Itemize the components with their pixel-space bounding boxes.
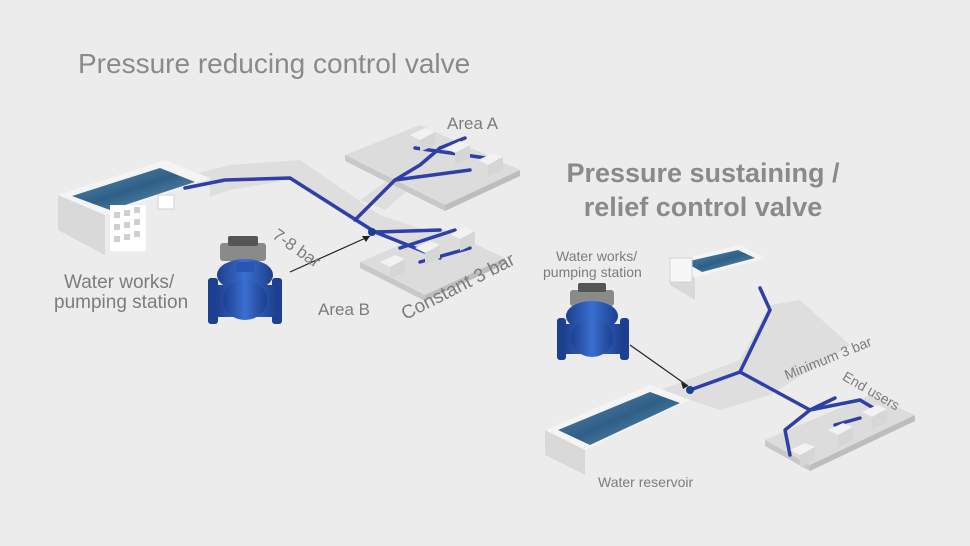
end-user-blocks xyxy=(790,405,887,467)
right-system xyxy=(545,245,915,475)
right-diagram-title-line2: relief control valve xyxy=(583,192,823,222)
right-valve-marker xyxy=(686,386,694,394)
left-water-basin xyxy=(72,168,195,210)
left-system xyxy=(58,125,520,324)
right-source-label-line2: pumping station xyxy=(543,264,642,280)
left-valve-illustration xyxy=(208,236,282,324)
left-source-label-line1: Water works/ xyxy=(64,272,175,293)
area-a-label: Area A xyxy=(447,114,499,133)
left-valve-pointer xyxy=(289,235,371,273)
right-diagram-title-line1: Pressure sustaining / xyxy=(566,158,840,188)
right-water-reservoir xyxy=(545,385,690,475)
water-reservoir-label: Water reservoir xyxy=(598,474,694,490)
right-water-works xyxy=(669,245,765,300)
left-diagram-title: Pressure reducing control valve xyxy=(78,48,471,79)
left-valve-marker xyxy=(368,228,376,236)
left-source-label-line2: pumping station xyxy=(54,292,189,313)
right-diagram-title: Pressure sustaining / relief control val… xyxy=(555,156,851,224)
area-b-label: Area B xyxy=(318,300,370,319)
area-a-blocks xyxy=(410,128,503,177)
area-a-platform xyxy=(345,125,520,205)
right-source-label-line1: Water works/ xyxy=(556,248,638,264)
area-b-blocks xyxy=(380,227,475,279)
right-valve-pointer xyxy=(629,344,689,387)
right-valve-illustration xyxy=(557,283,629,360)
left-water-works xyxy=(58,160,210,255)
